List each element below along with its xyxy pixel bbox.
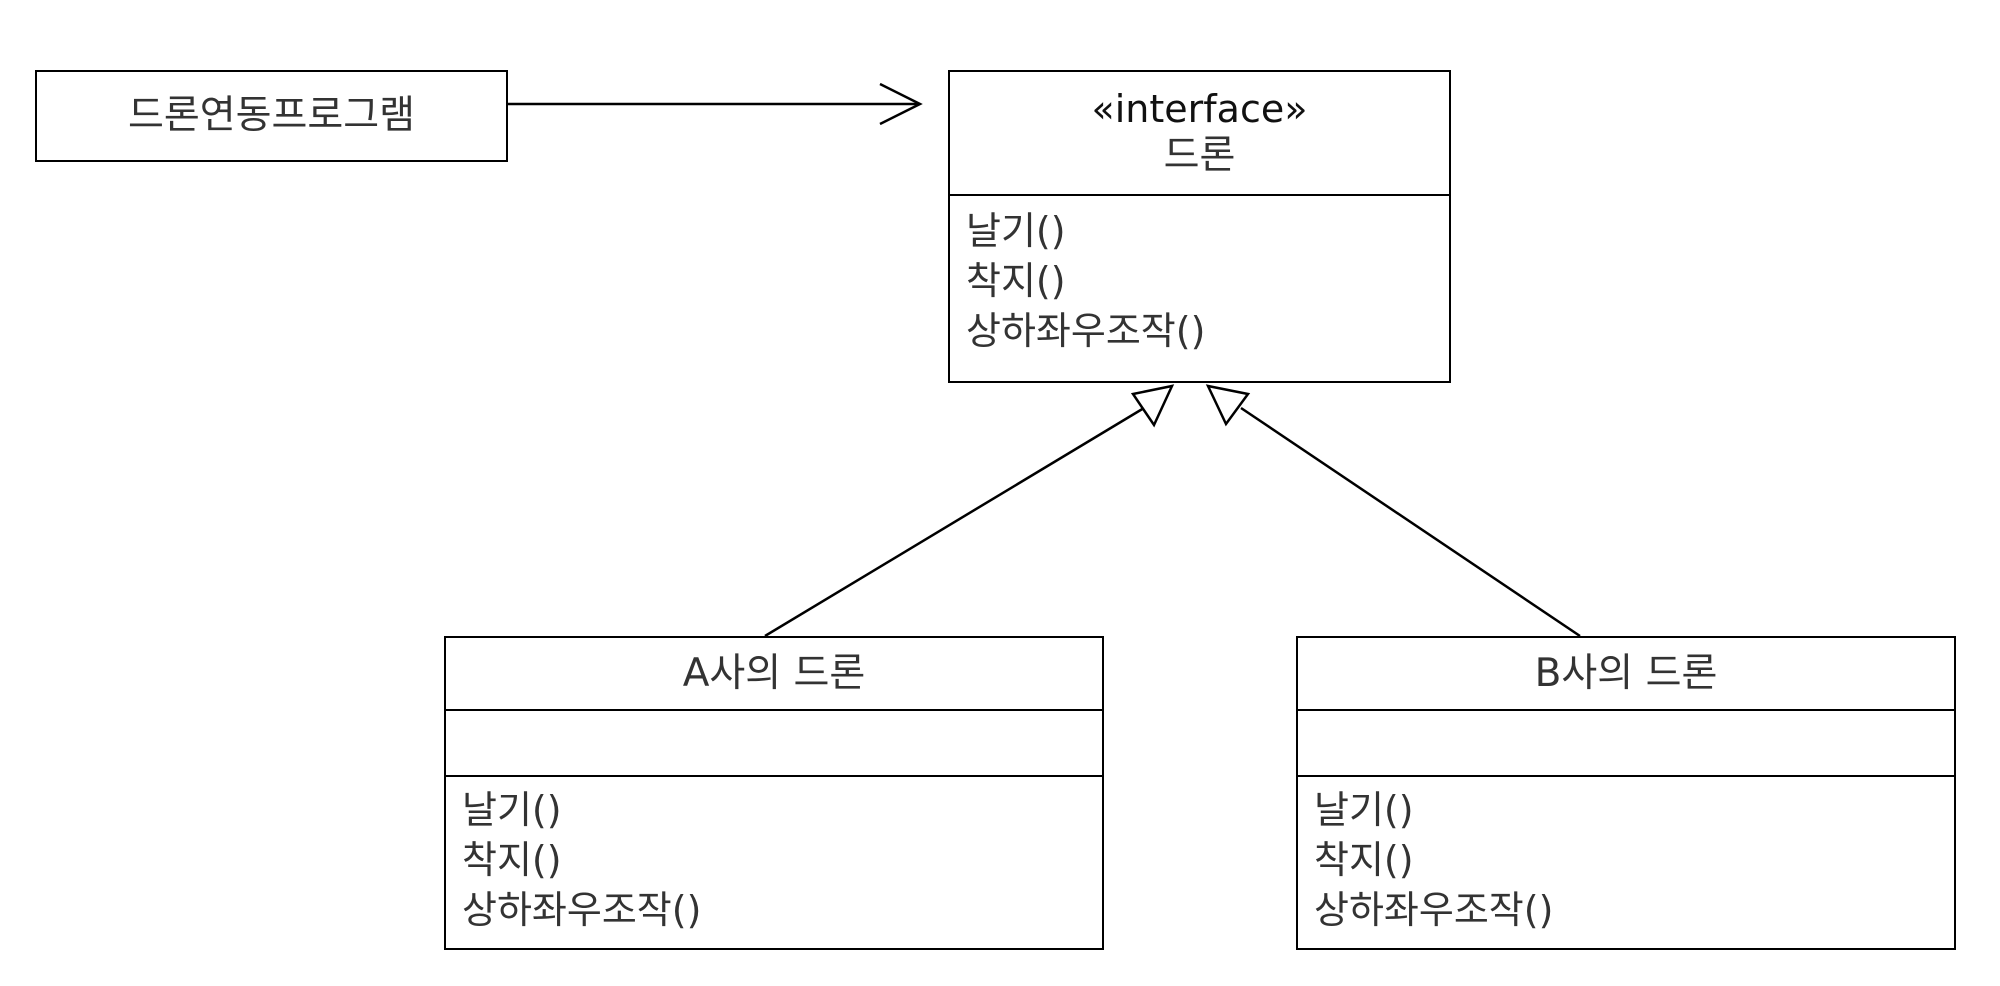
interface-operations-section: 날기() 착지() 상하좌우조작() xyxy=(950,196,1449,383)
hollow-triangle-arrowhead-icon xyxy=(1130,384,1175,428)
interface-operation: 상하좌우조작() xyxy=(966,309,1206,353)
client-class-box[interactable]: 드론연동프로그램 xyxy=(35,70,508,162)
class-a-title-section: A사의 드론 xyxy=(446,638,1102,711)
realization-arrow-b xyxy=(1205,384,1581,638)
class-a-name: A사의 드론 xyxy=(682,650,866,696)
interface-operation: 착지() xyxy=(966,259,1066,303)
class-b-operation: 상하좌우조작() xyxy=(1314,888,1554,932)
interface-title-section: «interface» 드론 xyxy=(950,72,1449,196)
interface-stereotype: «interface» xyxy=(1091,87,1308,131)
class-b-operation: 날기() xyxy=(1314,788,1414,832)
class-b-title-section: B사의 드론 xyxy=(1298,638,1954,711)
association-arrow xyxy=(508,82,923,126)
class-b-name: B사의 드론 xyxy=(1534,650,1718,696)
class-b-attributes-section xyxy=(1298,711,1954,777)
interface-name: 드론 xyxy=(1163,133,1236,178)
hollow-triangle-arrowhead-icon xyxy=(1205,384,1251,427)
class-a-operation: 날기() xyxy=(462,788,562,832)
class-a-operation: 상하좌우조작() xyxy=(462,888,702,932)
realization-arrow-a xyxy=(764,384,1175,638)
class-b-operation: 착지() xyxy=(1314,838,1414,882)
class-b-box[interactable]: B사의 드론 날기() 착지() 상하좌우조작() xyxy=(1296,636,1956,950)
open-arrowhead-icon xyxy=(879,82,923,126)
realization-line-a xyxy=(764,406,1145,638)
class-a-operation: 착지() xyxy=(462,838,562,882)
class-a-operations-section: 날기() 착지() 상하좌우조작() xyxy=(446,777,1102,948)
client-class-name: 드론연동프로그램 xyxy=(127,93,416,138)
interface-class-box[interactable]: «interface» 드론 날기() 착지() 상하좌우조작() xyxy=(948,70,1451,383)
class-b-operations-section: 날기() 착지() 상하좌우조작() xyxy=(1298,777,1954,948)
class-a-attributes-section xyxy=(446,711,1102,777)
realization-line-b xyxy=(1240,406,1581,638)
class-a-box[interactable]: A사의 드론 날기() 착지() 상하좌우조작() xyxy=(444,636,1104,950)
interface-operation: 날기() xyxy=(966,209,1066,253)
